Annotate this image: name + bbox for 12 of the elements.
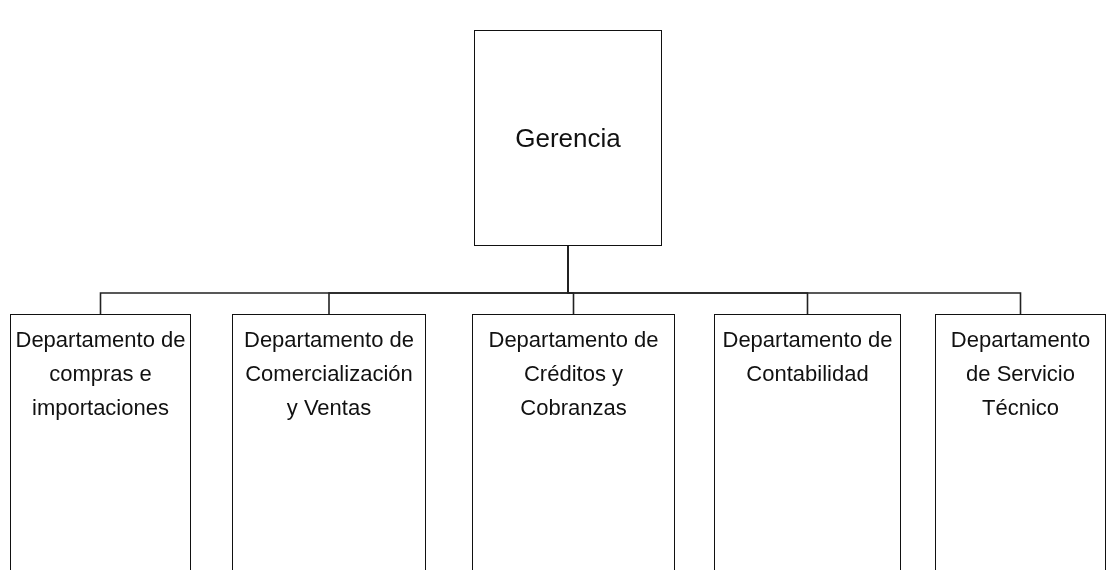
department-box xyxy=(232,314,426,570)
management-box xyxy=(474,30,662,246)
box-label: Departamento de Contabilidad xyxy=(721,326,894,389)
box-label: Gerencia xyxy=(514,121,622,155)
department-box xyxy=(472,314,675,570)
box-label: Departamento de Créditos y Cobranzas xyxy=(487,326,660,423)
department-box xyxy=(10,314,191,570)
box-label: Departamento de Comercialización y Ventas xyxy=(243,326,415,423)
department-box xyxy=(935,314,1106,570)
box-label: Departamento de compras e importaciones xyxy=(14,326,187,423)
box-label: Departamento de Servicio Técnico xyxy=(949,326,1092,423)
department-box xyxy=(714,314,901,570)
